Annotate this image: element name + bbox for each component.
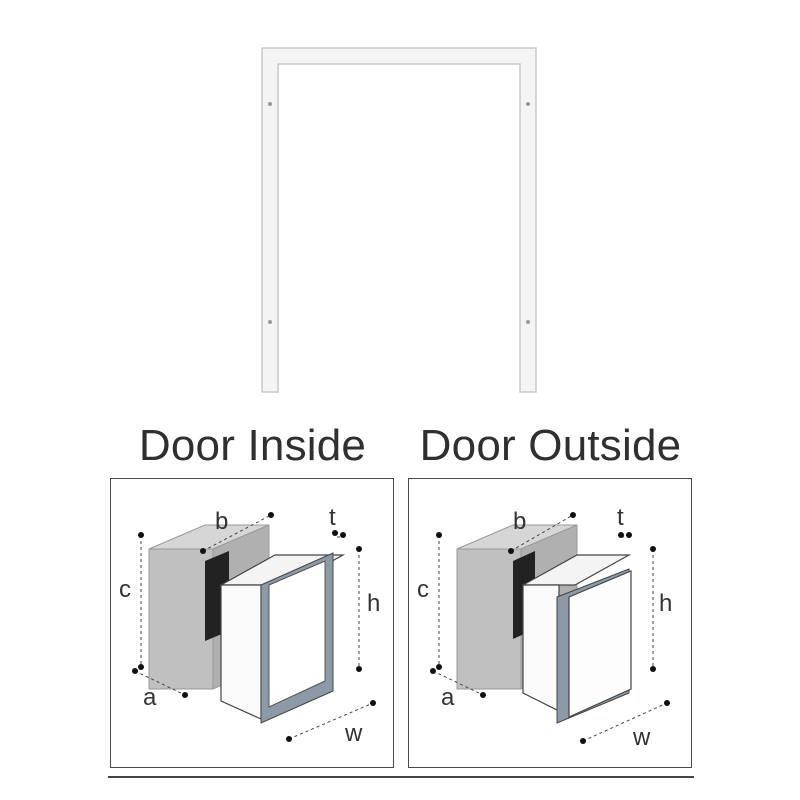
label-w: w <box>632 724 651 751</box>
label-t: t <box>329 504 336 531</box>
label-a: a <box>441 684 455 711</box>
door-outside <box>556 568 632 724</box>
door-frame-inside <box>260 552 334 724</box>
frame-screw-hole <box>268 102 272 106</box>
label-t: t <box>617 504 624 531</box>
label-h: h <box>659 590 672 617</box>
label-a: a <box>143 684 157 711</box>
label-c: c <box>119 576 131 603</box>
label-c: c <box>417 576 429 603</box>
dimension-points <box>430 512 670 744</box>
door-outside-title: Door Outside <box>419 421 682 470</box>
label-b: b <box>513 508 526 535</box>
door-inside-title: Door Inside <box>138 421 367 470</box>
frame-screw-hole <box>526 320 530 324</box>
label-b: b <box>215 508 228 535</box>
door-outside-panel: c a b t h w <box>408 478 692 768</box>
fridge-body <box>520 554 632 712</box>
bottom-divider <box>108 776 694 778</box>
frame-outline <box>261 47 537 393</box>
frame-screw-hole <box>268 320 272 324</box>
dimension-points <box>132 512 376 742</box>
fridge-body <box>218 554 346 720</box>
installation-frame <box>261 47 537 393</box>
frame-screw-hole <box>526 102 530 106</box>
door-inside-panel: c a b t h w <box>110 478 394 768</box>
label-w: w <box>344 720 363 747</box>
label-h: h <box>367 590 380 617</box>
